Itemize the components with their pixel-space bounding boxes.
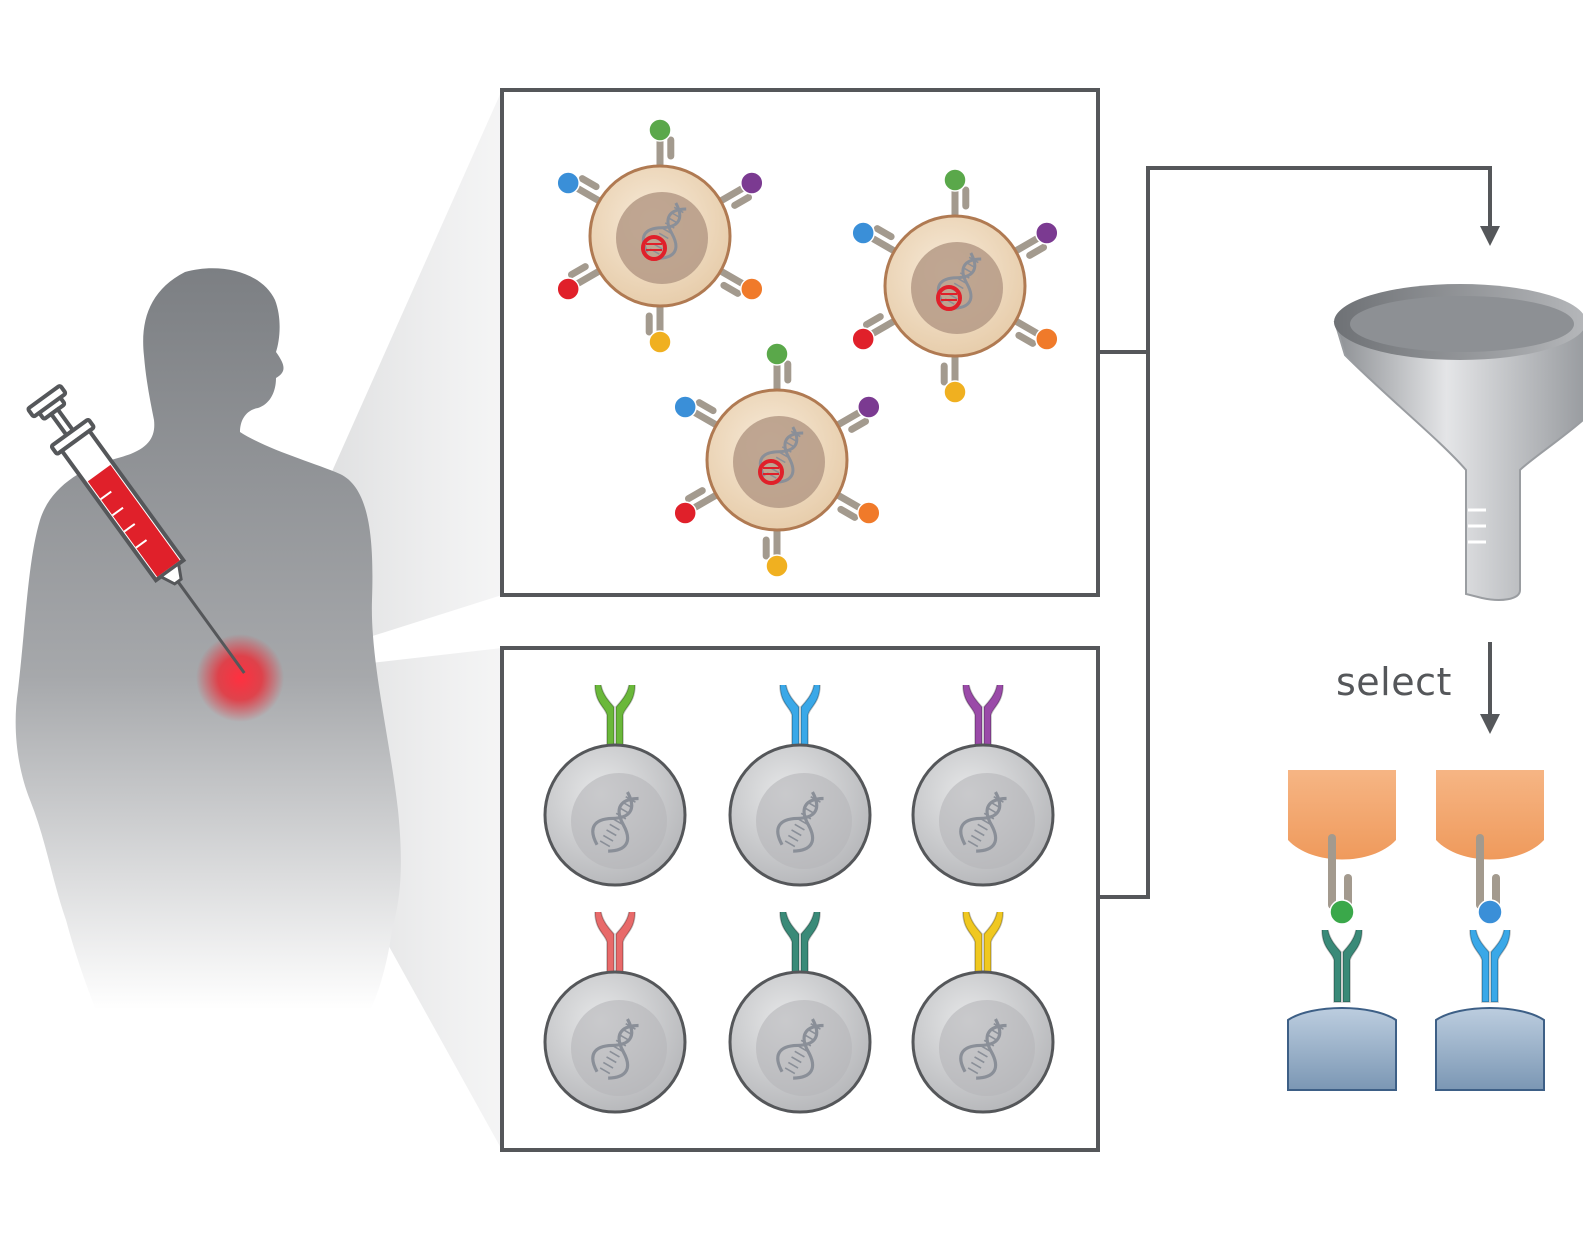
- t-cell-bottom: [1435, 1007, 1545, 1091]
- t-cell-nucleus: [756, 773, 852, 869]
- mhc-stalk: [862, 313, 884, 329]
- antigen-ball: [1035, 327, 1059, 351]
- dna-mutation: [758, 459, 784, 485]
- t-cell-nucleus: [756, 1000, 852, 1096]
- dna-icon: [776, 791, 824, 853]
- antigen-ball: [556, 171, 580, 195]
- mhc-stalk: [720, 281, 742, 297]
- antigen-ball: [943, 380, 967, 404]
- t-cell-bottom: [1287, 1007, 1397, 1091]
- t-cell-nucleus: [571, 773, 667, 869]
- tcr-receptor: [1321, 929, 1363, 1003]
- antigen-ball: [857, 395, 881, 419]
- t-cell: [543, 911, 687, 1114]
- mhc-stalk: [873, 225, 895, 241]
- antigen-ball: [648, 330, 672, 354]
- antigen-ball: [765, 554, 789, 578]
- syringe-icon: [26, 384, 246, 674]
- mhc-stalk: [578, 175, 600, 191]
- antigen-ball: [556, 277, 580, 301]
- mhc-stalk: [837, 505, 859, 521]
- connector-lines: [1098, 166, 1500, 899]
- tumor-cell: [556, 118, 764, 354]
- t-cell: [911, 684, 1055, 887]
- selected-pair: [1287, 770, 1397, 1091]
- antigen-ball: [740, 171, 764, 195]
- dna-icon: [591, 1018, 639, 1080]
- t-cell-nucleus: [571, 1000, 667, 1096]
- tumor-cell: [851, 168, 1059, 404]
- select-arrow: [1480, 642, 1500, 734]
- antigen-ball: [648, 118, 672, 142]
- dna-icon: [776, 1018, 824, 1080]
- antigen-ball: [673, 501, 697, 525]
- antigen-ball: [851, 221, 875, 245]
- antigen-ball: [673, 395, 697, 419]
- antigen-presenting-cell: [1288, 770, 1396, 860]
- select-label: select: [1336, 660, 1452, 704]
- t-cells-group: [543, 684, 1055, 1114]
- dna-mutation: [936, 285, 962, 311]
- dna-icon: [959, 791, 1007, 853]
- funnel-icon: [1333, 284, 1583, 601]
- antigen-presenting-cell: [1436, 770, 1544, 860]
- selected-pair: [1435, 770, 1545, 1091]
- antigen-ball: [1035, 221, 1059, 245]
- antigen-ball: [740, 277, 764, 301]
- mhc-stalk: [684, 487, 706, 503]
- t-cell: [543, 684, 687, 887]
- antigen-ball: [1329, 899, 1355, 925]
- tumor-cells-group: [556, 118, 1059, 578]
- injection-site-glow: [196, 634, 284, 722]
- human-silhouette-icon: [15, 268, 401, 1010]
- antigen-ball: [1477, 899, 1503, 925]
- t-cell: [728, 684, 872, 887]
- tumor-cell: [673, 342, 881, 578]
- mhc-stalk: [1026, 243, 1048, 259]
- antigen-ball: [857, 501, 881, 525]
- tcr-receptor: [1469, 929, 1511, 1003]
- t-cell: [728, 911, 872, 1114]
- antigen-ball: [943, 168, 967, 192]
- mhc-stalk: [848, 417, 870, 433]
- antigen-ball: [851, 327, 875, 351]
- t-cell-nucleus: [939, 1000, 1035, 1096]
- t-cell: [911, 911, 1055, 1114]
- mhc-stalk: [1015, 331, 1037, 347]
- mhc-stalk: [567, 263, 589, 279]
- selected-pairs-group: [1287, 770, 1545, 1091]
- mhc-stalk: [695, 399, 717, 415]
- dna-mutation: [641, 235, 667, 261]
- dna-icon: [959, 1018, 1007, 1080]
- t-cell-nucleus: [939, 773, 1035, 869]
- dna-icon: [591, 791, 639, 853]
- antigen-ball: [765, 342, 789, 366]
- mhc-stalk: [731, 193, 753, 209]
